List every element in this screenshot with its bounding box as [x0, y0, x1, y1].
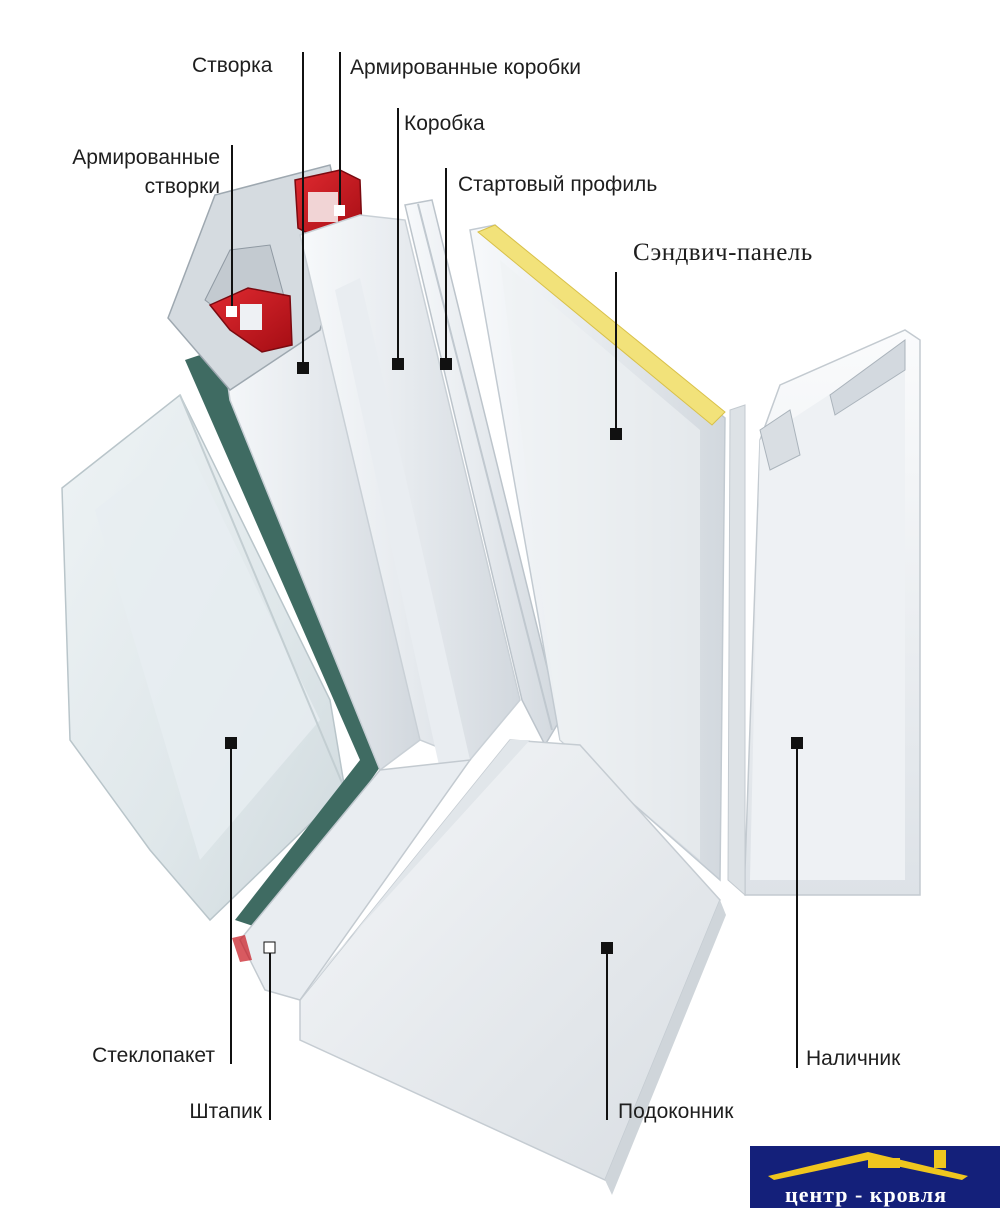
callout-armirovannye-korobki: Армированные коробки — [334, 52, 581, 216]
label-armirovannye-stvorki-line2: створки — [145, 175, 220, 198]
label-shtapik: Штапик — [189, 1100, 262, 1123]
leader-dot — [263, 941, 276, 954]
leader-dot — [610, 428, 622, 440]
label-nalichnik: Наличник — [806, 1047, 901, 1070]
label-startovyi-profil: Стартовый профиль — [458, 173, 657, 196]
label-korobka: Коробка — [404, 112, 485, 135]
callout-stvorka: Створка — [192, 52, 309, 374]
label-sendvich-panel: Сэндвич-панель — [633, 239, 813, 266]
label-armirovannye-korobki: Армированные коробки — [350, 56, 581, 79]
callout-armirovannye-stvorki: Армированные створки — [72, 145, 237, 317]
logo-text: центр - кровля — [785, 1182, 947, 1207]
callout-startovyi-profil: Стартовый профиль — [440, 168, 657, 370]
window-illustration — [61, 164, 921, 1195]
callout-nalichnik: Наличник — [791, 737, 901, 1070]
label-armirovannye-stvorki-line1: Армированные — [72, 146, 220, 169]
leader-dot — [601, 942, 613, 954]
label-steklopaket: Стеклопакет — [92, 1044, 215, 1067]
label-stvorka: Створка — [192, 54, 273, 77]
callout-steklopaket: Стеклопакет — [92, 737, 237, 1067]
leader-dot — [791, 737, 803, 749]
callout-shtapik: Штапик — [189, 941, 276, 1123]
company-logo: центр - кровля — [750, 1146, 1000, 1208]
logo-chimney-icon — [934, 1150, 946, 1168]
leader-dot — [392, 358, 404, 370]
label-podokonnik: Подоконник — [618, 1100, 734, 1123]
leader-dot — [226, 306, 237, 317]
leader-dot — [225, 737, 237, 749]
callout-korobka: Коробка — [392, 108, 485, 370]
callout-podokonnik: Подоконник — [601, 942, 734, 1123]
logo-roof-icon — [768, 1152, 968, 1180]
leader-dot — [440, 358, 452, 370]
leader-dot — [334, 205, 345, 216]
glazing-bead-shape — [239, 759, 472, 1001]
sandwich-panel-core — [477, 224, 726, 426]
leader-dot — [297, 362, 309, 374]
callout-sendvich-panel: Сэндвич-панель — [610, 239, 813, 440]
